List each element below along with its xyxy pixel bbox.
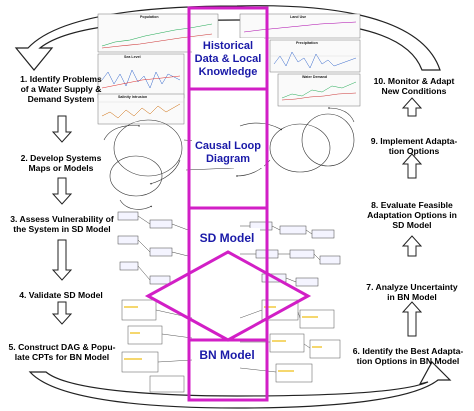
step-3: 3. Assess Vulnerability of the System in… [10,214,114,234]
panel-title-salinity: Salinity Intrusion [118,95,148,99]
panel-title-precipitation: Precipitation [296,41,318,45]
bn-diamond [144,250,312,342]
center-column-frame [187,6,269,402]
left-down-arrows [51,115,73,325]
bn-model-label: BN Model [199,348,255,362]
panel-title-water-demand: Water Demand [302,75,328,79]
step-10: 10. Monitor & Adapt New Conditions [373,76,455,96]
step-9: 9. Implement Adapta- tion Options [370,136,458,156]
step-8: 8. Evaluate Feasible Adaptation Options … [367,200,457,230]
bn-model-sketch [121,299,341,393]
step-7: 7. Analyze Uncertainty in BN Model [366,282,458,302]
step-1: 1. Identify Problems of a Water Supply &… [20,74,102,104]
panel-title-sea-level: Sea Level [124,55,141,59]
step-4: 4. Validate SD Model [19,290,103,300]
causal-loop-sketch [103,107,355,210]
panel-title-population: Population [140,15,159,19]
bottom-curved-arrow [28,361,452,409]
panel-title-land-use: Land Use [290,15,307,19]
sd-model-label: SD Model [199,231,255,245]
historical-data-label: Historical Data & Local Knowledge [194,40,262,78]
sd-model-sketch [117,211,341,287]
right-up-arrows [401,97,423,337]
center-column [144,6,312,402]
step-2: 2. Develop Systems Maps or Models [20,153,102,173]
causal-loop-label: Causal Loop Diagram [194,140,261,165]
step-5: 5. Construct DAG & Popu- late CPTs for B… [8,342,116,362]
step-6: 6. Identify the Best Adapta- tion Option… [352,346,464,366]
